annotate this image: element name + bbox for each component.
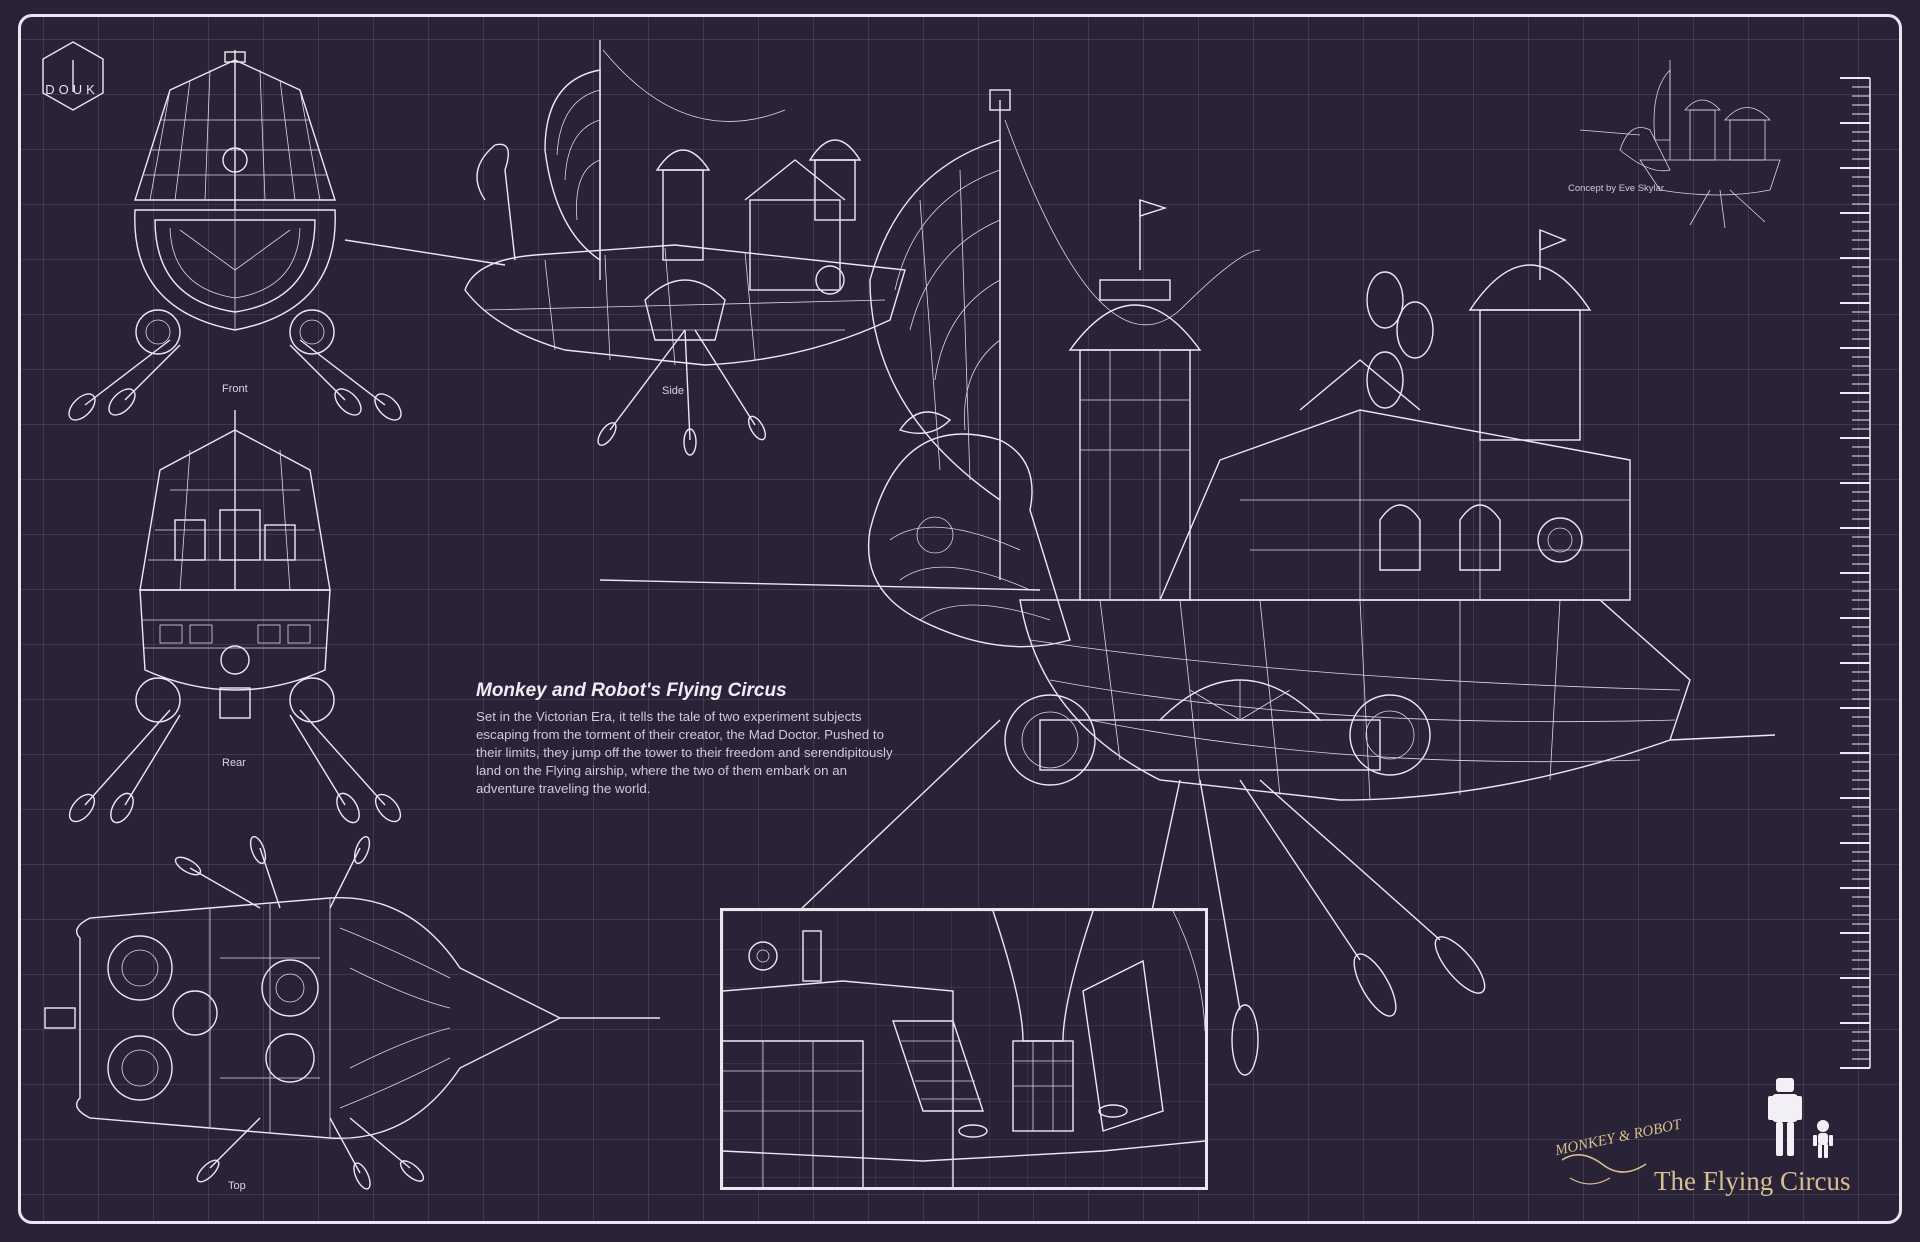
scale-ruler-icon: [1840, 77, 1871, 1069]
front-view-label: Front: [222, 383, 248, 395]
description-block: Monkey and Robot's Flying Circus Set in …: [476, 680, 896, 798]
side-view-label: Side: [662, 385, 685, 397]
top-view-drawing: [44, 835, 660, 1190]
studio-logo-text: DOUK: [45, 82, 99, 97]
rear-view-drawing: [68, 410, 402, 824]
side-view-drawing: [344, 40, 906, 456]
description-body: Set in the Victorian Era, it tells the t…: [476, 709, 893, 796]
rear-view-label: Rear: [222, 757, 246, 769]
deck-detail-inset: [720, 908, 1208, 1190]
concept-credit: Concept by Eve Skylar: [1568, 183, 1665, 194]
deck-detail-drawing: [723, 911, 1205, 1187]
robot-and-monkey-silhouette-icon: [1768, 1078, 1833, 1158]
hexagon-logo-icon: [42, 41, 104, 111]
top-view-label: Top: [228, 1180, 246, 1192]
monkey-and-robot-logo: MONKEY & ROBOT: [1553, 1116, 1684, 1185]
concept-thumbnail-drawing: [1579, 60, 1781, 229]
description-title: Monkey and Robot's Flying Circus: [476, 680, 787, 701]
brand-title: The Flying Circus: [1654, 1166, 1851, 1196]
front-view-drawing: [68, 50, 402, 421]
